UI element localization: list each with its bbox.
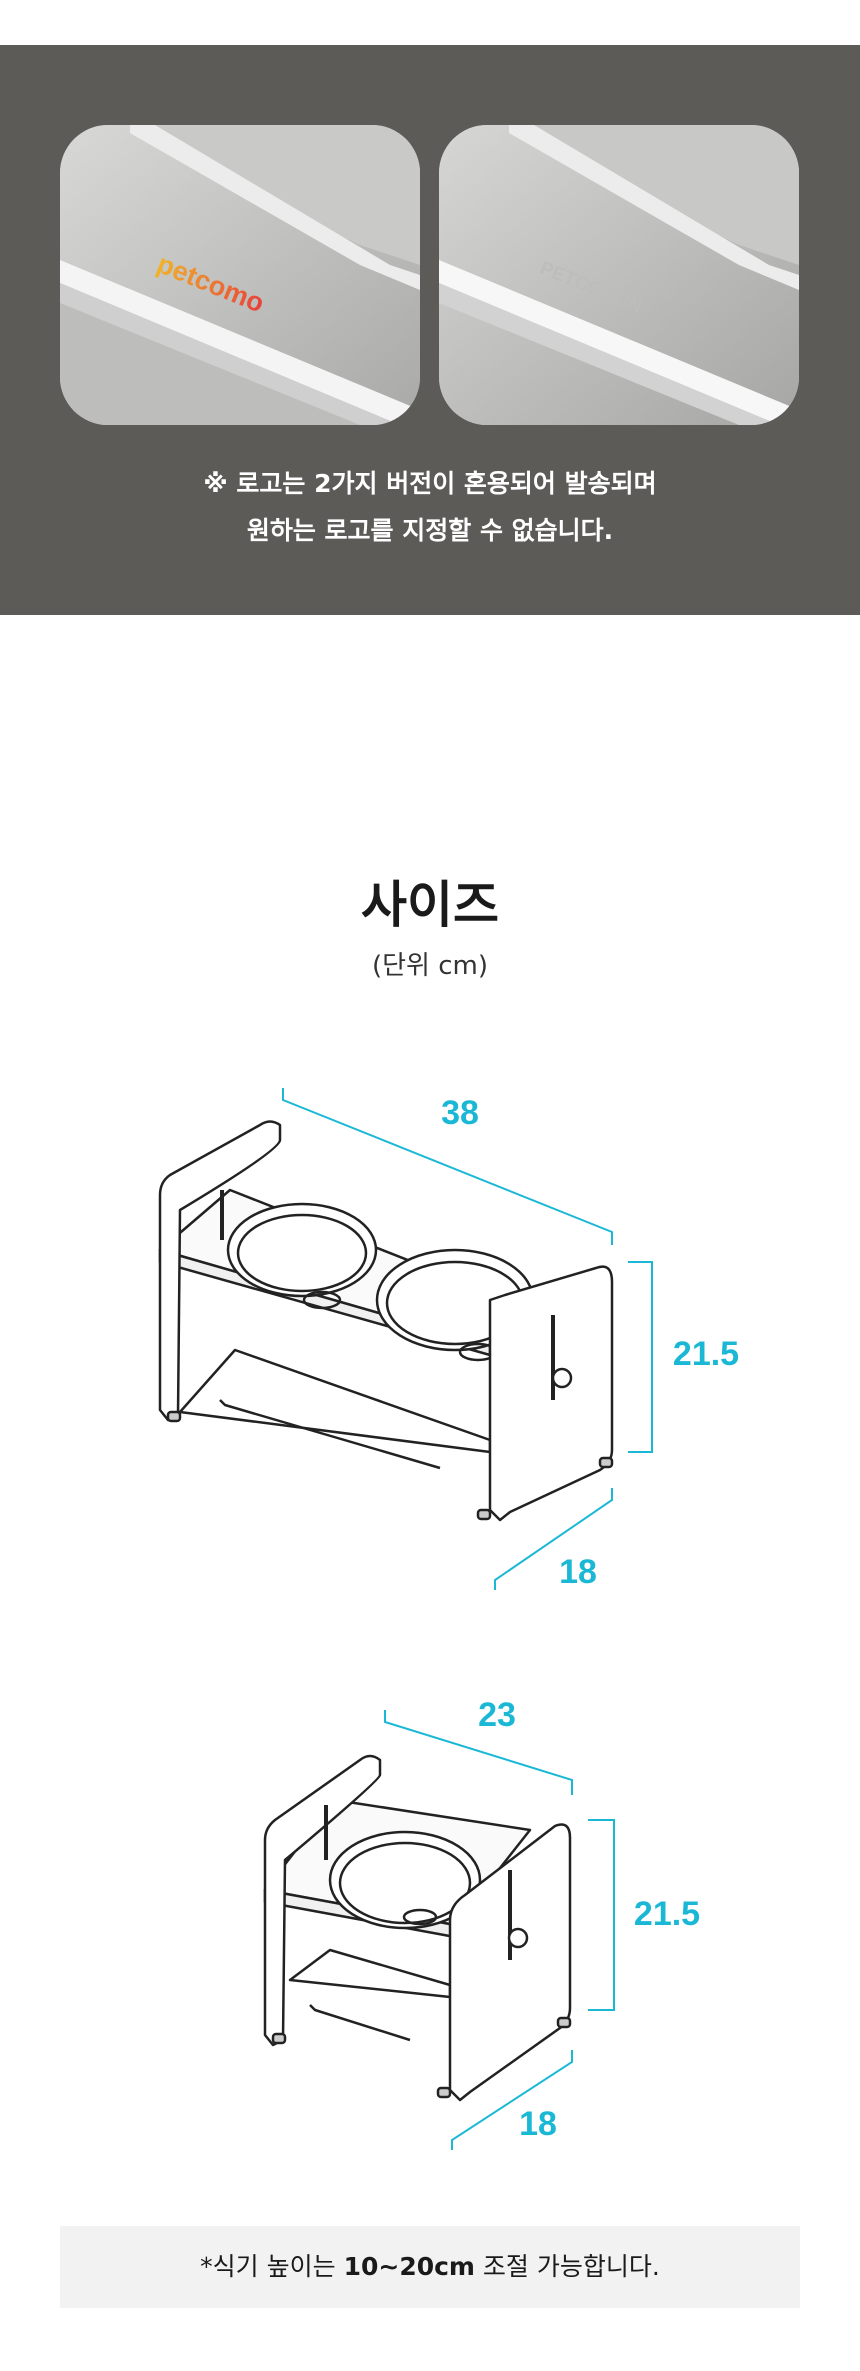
note-range: 10~20cm <box>343 2252 475 2281</box>
logo-notice-section: petcomo PETCOBON ※ 로고는 2가지 버전이 혼용되어 발송되며… <box>0 45 860 615</box>
large-height-label: 21.5 <box>673 1335 739 1373</box>
large-depth-label: 18 <box>559 1553 597 1591</box>
large-width-label: 38 <box>441 1094 479 1132</box>
small-height-label: 21.5 <box>634 1895 700 1933</box>
height-adjust-note: *식기 높이는 10~20cm 조절 가능합니다. <box>60 2226 800 2308</box>
note-prefix: *식기 높이는 <box>200 2252 344 2281</box>
logo-photo-petcomo: petcomo <box>60 125 420 425</box>
note-suffix: 조절 가능합니다. <box>474 2252 660 2281</box>
logo-notice: ※ 로고는 2가지 버전이 혼용되어 발송되며 원하는 로고를 지정할 수 없습… <box>0 460 860 554</box>
small-width-label: 23 <box>478 1696 516 1734</box>
small-stand-drawing <box>263 1754 572 2102</box>
small-dimension-lines <box>384 1710 615 2150</box>
large-dimension-lines <box>282 1088 653 1590</box>
notice-line-2: 원하는 로고를 지정할 수 없습니다. <box>246 516 614 545</box>
large-stand-drawing <box>158 1120 614 1522</box>
size-unit: (단위 cm) <box>371 951 488 981</box>
notice-line-1: ※ 로고는 2가지 버전이 혼용되어 발송되며 <box>203 469 657 498</box>
size-title: 사이즈 <box>361 876 499 934</box>
small-depth-label: 18 <box>519 2105 557 2143</box>
logo-photo-petcobon: PETCOBON <box>439 125 799 425</box>
height-adjust-text: *식기 높이는 10~20cm 조절 가능합니다. <box>60 2226 800 2308</box>
